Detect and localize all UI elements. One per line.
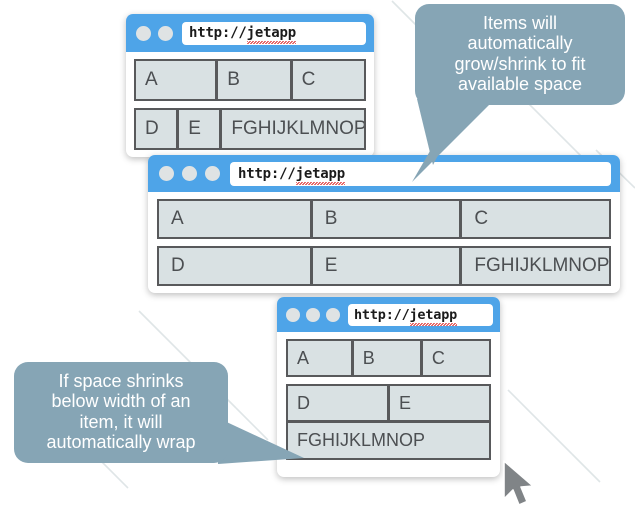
flex-item[interactable]: C xyxy=(461,199,611,239)
url-host: jetapp xyxy=(295,165,346,185)
flex-row: FGHIJKLMNOP xyxy=(286,422,491,460)
flex-row: D E FGHIJKLMNOP xyxy=(157,246,611,286)
flex-row: A B C xyxy=(157,199,611,239)
flex-item[interactable]: D xyxy=(286,384,389,422)
flex-demo-content: A B C D E FGHIJKLMNOP xyxy=(148,192,620,295)
flex-item[interactable]: B xyxy=(217,59,292,101)
callout-line: If space shrinks xyxy=(58,371,184,391)
window-dots xyxy=(136,25,173,41)
window-dot[interactable] xyxy=(205,166,220,181)
callout-line: Items will xyxy=(482,13,557,33)
flex-item[interactable]: A xyxy=(157,199,312,239)
window-dot[interactable] xyxy=(136,25,151,41)
mouse-pointer-icon xyxy=(503,460,534,506)
flex-item[interactable]: A xyxy=(286,339,353,377)
flex-item[interactable]: A xyxy=(134,59,218,101)
flex-item[interactable]: E xyxy=(311,246,462,286)
window-dot[interactable] xyxy=(182,166,197,181)
titlebar: http://jetapp xyxy=(126,14,374,52)
window-dot[interactable] xyxy=(326,307,340,322)
callout-line: grow/shrink to fit xyxy=(454,53,586,74)
callout-grow-shrink: Items will automatically grow/shrink to … xyxy=(415,4,625,106)
window-dots xyxy=(159,166,220,181)
callout-wrap: If space shrinks below width of an item,… xyxy=(14,362,228,464)
callout-line: automatically xyxy=(467,33,573,54)
callout-line: automatically wrap xyxy=(46,431,196,452)
flex-row: A B C xyxy=(134,59,367,101)
window-dot[interactable] xyxy=(286,307,300,322)
window-dot[interactable] xyxy=(158,25,173,41)
flex-row: D E FGHIJKLMNOP xyxy=(134,108,366,150)
flex-item[interactable]: FGHIJKLMNOP xyxy=(221,108,366,150)
url-bar[interactable]: http://jetapp xyxy=(182,21,366,45)
window-dot[interactable] xyxy=(159,166,174,181)
flex-demo-content: A B C D E FGHIJKLMNOP xyxy=(126,52,374,159)
callout-line: below width of an xyxy=(51,391,191,412)
callout-wrap-tail xyxy=(218,418,304,464)
flex-item[interactable]: E xyxy=(389,384,491,422)
flex-item[interactable]: FGHIJKLMNOP xyxy=(286,422,491,460)
flex-item[interactable]: E xyxy=(178,108,222,150)
titlebar: http://jetapp xyxy=(277,297,500,332)
browser-window-middle[interactable]: http://jetapp A B C D E FGHIJKLMNOP xyxy=(148,155,620,293)
url-bar[interactable]: http://jetapp xyxy=(230,161,611,186)
callout-line: available space xyxy=(457,73,583,94)
flex-row: D E xyxy=(286,384,491,422)
url-text: http://jetapp xyxy=(238,165,346,185)
flex-demo-content: A B C D E FGHIJKLMNOP xyxy=(277,332,500,469)
window-dot[interactable] xyxy=(306,307,320,322)
url-scheme: http:// xyxy=(238,165,296,182)
flex-item[interactable]: B xyxy=(311,199,462,239)
flex-item[interactable]: C xyxy=(421,339,492,377)
url-host: jetapp xyxy=(409,306,458,326)
url-host: jetapp xyxy=(246,25,297,44)
flex-item[interactable]: C xyxy=(291,59,367,101)
url-text: http://jetapp xyxy=(354,306,458,326)
window-dots xyxy=(286,307,340,322)
callout-grow-shrink-tail-upper xyxy=(417,99,467,165)
url-scheme: http:// xyxy=(189,25,247,41)
flex-item[interactable]: D xyxy=(134,108,179,150)
callout-line: item, it will xyxy=(79,411,163,432)
flex-item[interactable]: FGHIJKLMNOP xyxy=(461,246,611,286)
browser-window-top[interactable]: http://jetapp A B C D E FGHIJKLMNOP xyxy=(126,14,374,157)
url-bar[interactable]: http://jetapp xyxy=(348,303,493,326)
flex-item[interactable]: D xyxy=(157,246,312,286)
url-text: http://jetapp xyxy=(189,25,297,44)
url-scheme: http:// xyxy=(354,306,410,323)
flex-row: A B C xyxy=(286,339,492,377)
titlebar: http://jetapp xyxy=(148,155,620,192)
flex-item[interactable]: B xyxy=(352,339,422,377)
browser-window-bottom[interactable]: http://jetapp A B C D E FGHIJKLMNOP xyxy=(277,297,500,477)
